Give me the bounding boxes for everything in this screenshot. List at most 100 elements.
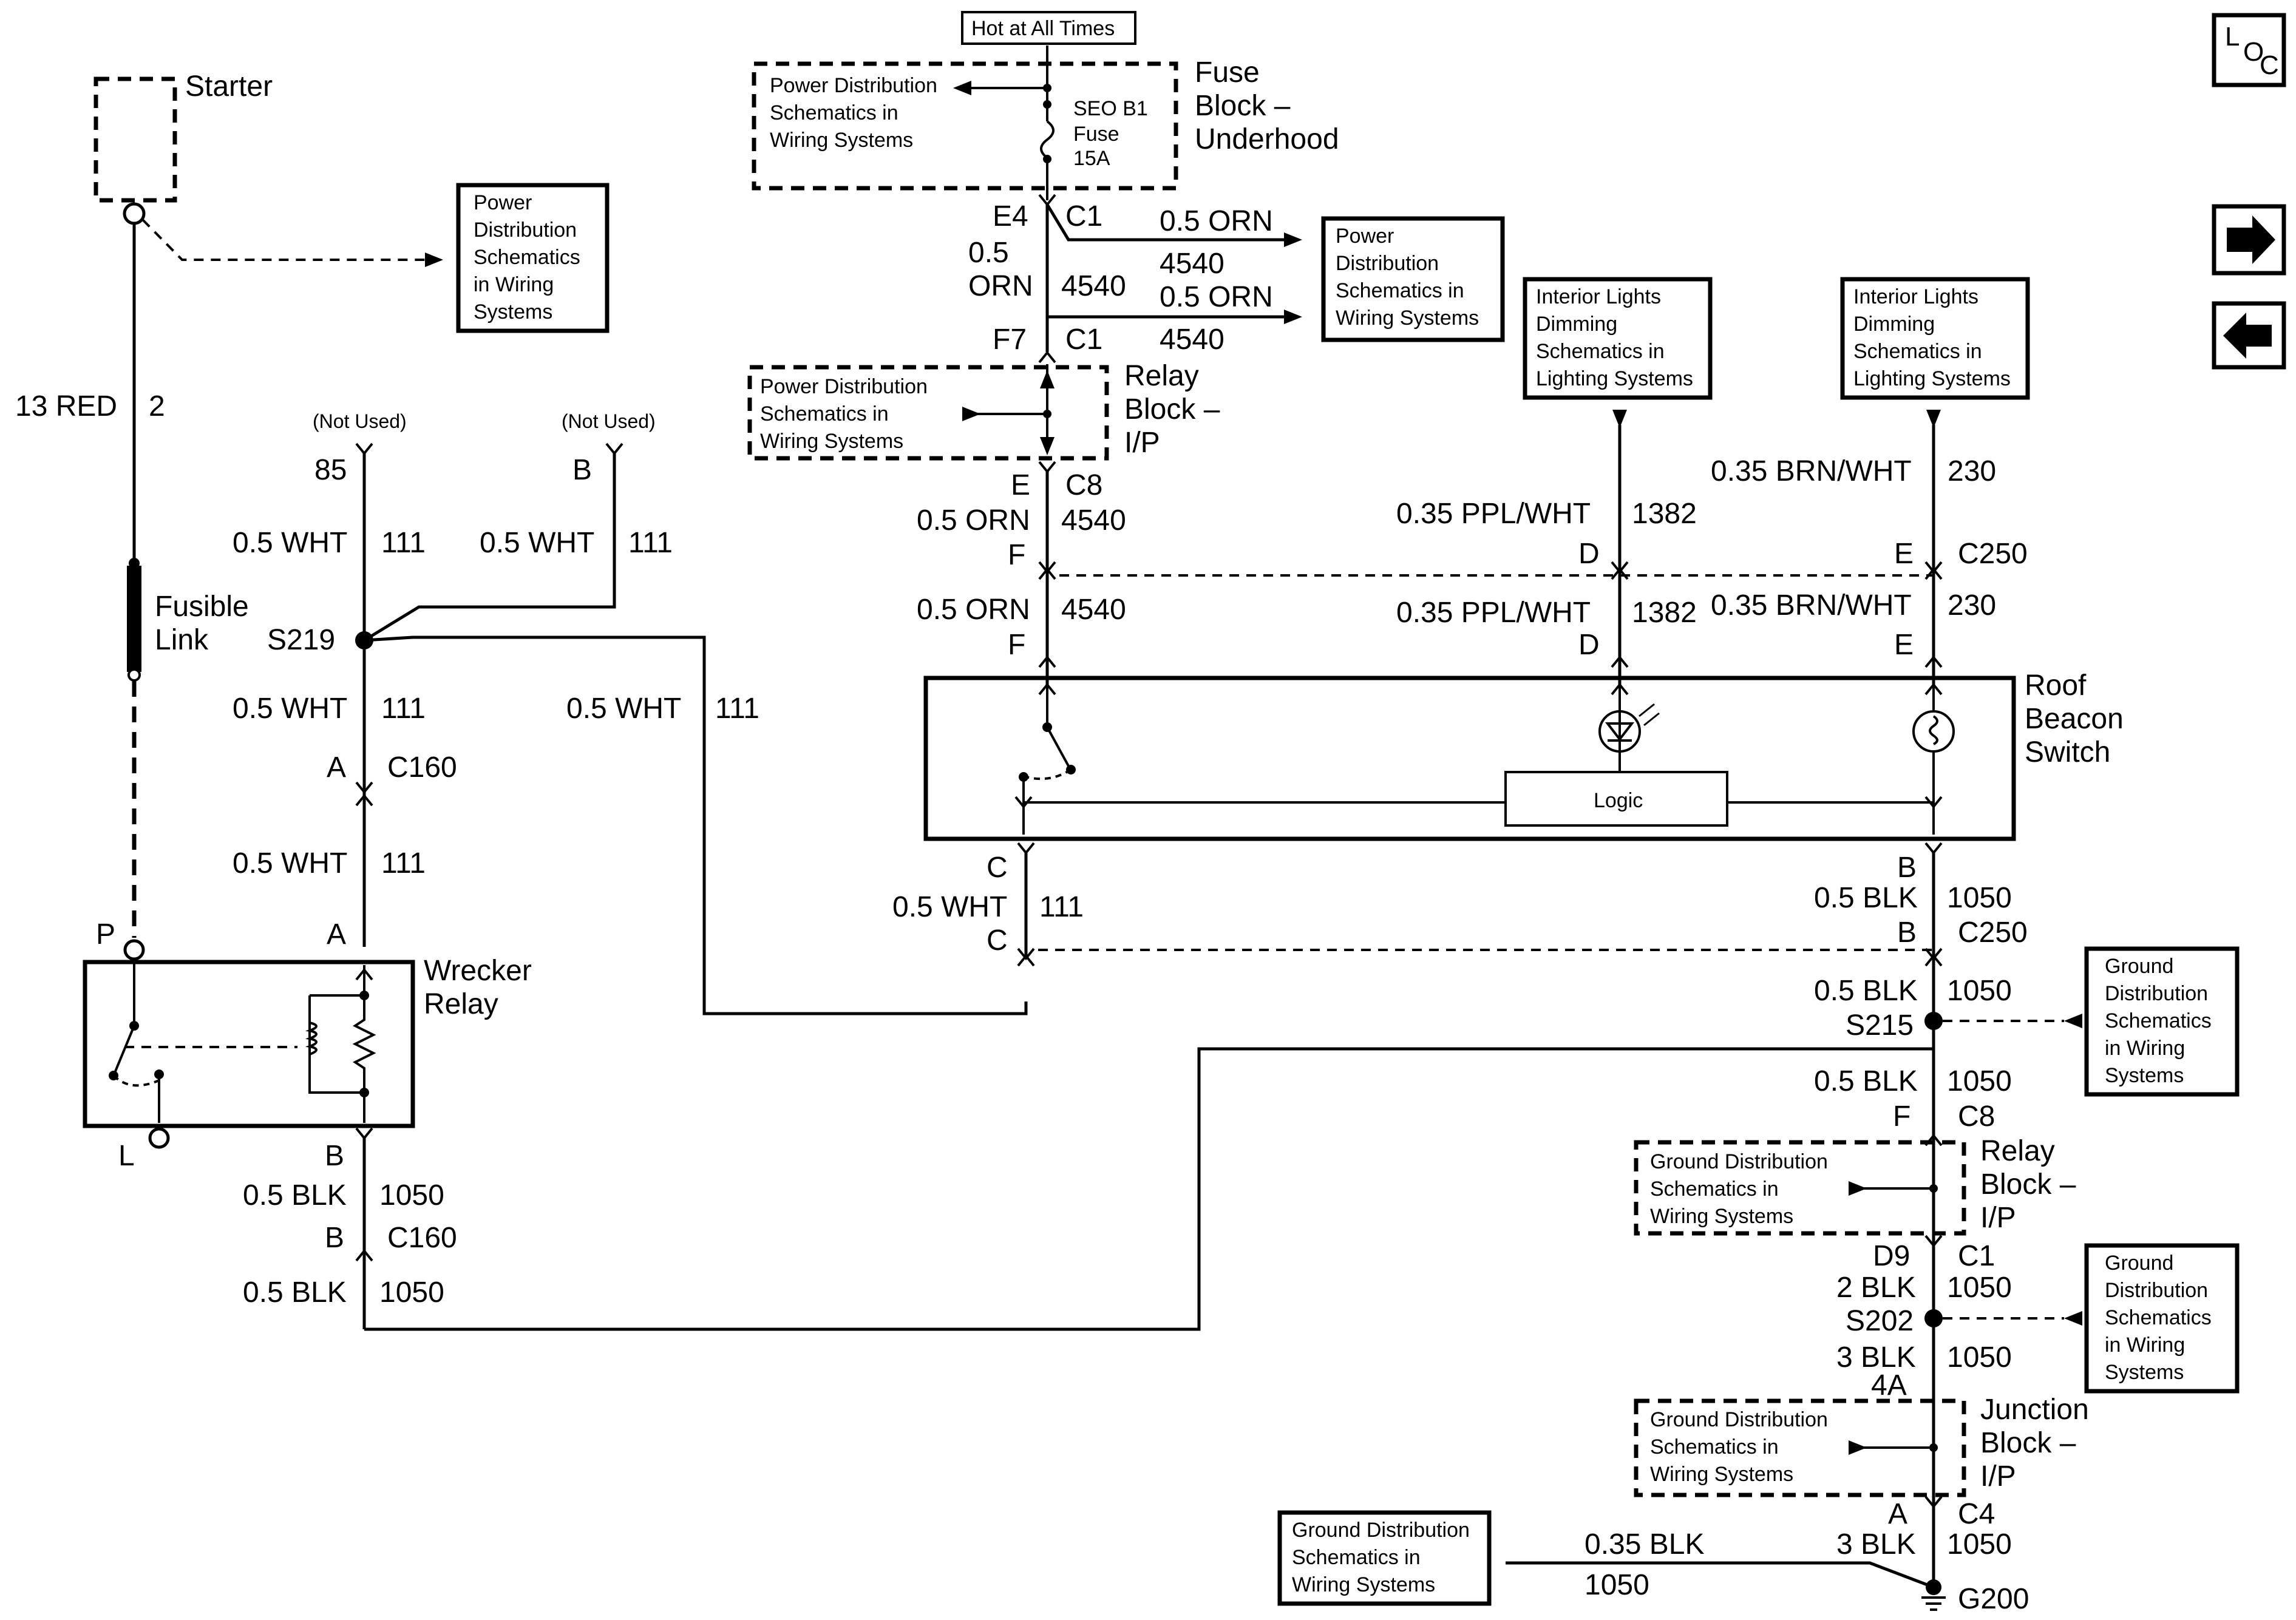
connector-c8-label: C8 — [1958, 1100, 1995, 1133]
fuse-block-underhood: Fuse Block – Underhood Power Distributio… — [752, 46, 1339, 200]
loc-letter-o: O — [2243, 37, 2264, 67]
ref-box-ground-distribution-s202[interactable]: Ground Distribution Schematics in Wiring… — [2084, 1243, 2240, 1394]
roof-beacon-switch: Roof Beacon Switch Logic — [923, 669, 2124, 841]
ground-g200-label: G200 — [1958, 1583, 2029, 1615]
ref-text-line: Wiring Systems — [1336, 307, 1479, 330]
wire-color-label: 2 BLK — [1836, 1272, 1916, 1304]
ref-text-line: Schematics — [2105, 1306, 2212, 1329]
circuit-label: 111 — [715, 693, 759, 725]
wire-color-label: 0.5 WHT — [566, 693, 681, 725]
pin-b-label: B — [572, 454, 592, 486]
starter-component: Starter — [93, 70, 273, 225]
wire-color-label: 0.35 BLK — [1584, 1528, 1704, 1561]
ref-box-ground-distribution-s215[interactable]: Ground Distribution Schematics in Wiring… — [2084, 946, 2240, 1097]
pin-b-label: B — [325, 1222, 344, 1254]
ref-box-ground-distribution-g200[interactable]: Ground Distribution Schematics in Wiring… — [1277, 1510, 1492, 1606]
fusible-link-element — [127, 566, 141, 672]
ref-text-line: in Wiring — [2105, 1037, 2185, 1060]
fuse-label-1: SEO B1 — [1073, 97, 1148, 120]
relay-block-label-2: Block – — [1980, 1168, 2076, 1201]
junction-block-label-3: I/P — [1980, 1460, 2016, 1493]
circuit-label: 111 — [628, 527, 673, 559]
hot-at-all-times-label: Hot at All Times — [971, 17, 1115, 40]
ref-text-line: Power Distribution — [760, 375, 928, 398]
red-wire-circuit: 2 — [149, 390, 165, 422]
ref-box-interior-lights-1[interactable]: Interior Lights Dimming Schematics in Li… — [1523, 277, 1713, 400]
ref-text-line: Interior Lights — [1536, 285, 1661, 308]
ref-text-line: Schematics in — [1336, 279, 1464, 302]
ref-box-power-distribution-4540[interactable]: Power Distribution Schematics in Wiring … — [1321, 216, 1505, 342]
wire-color-label: 3 BLK — [1836, 1528, 1916, 1561]
circuit-label: 4540 — [1061, 504, 1126, 537]
ref-text-line: Schematics in — [770, 101, 898, 124]
ref-text-line: Ground — [2105, 955, 2173, 978]
wire-color-label: 3 BLK — [1836, 1341, 1916, 1374]
fuse-label-2: Fuse — [1073, 123, 1119, 146]
splice-s215-label: S215 — [1846, 1009, 1914, 1042]
wire-color-label-1: 0.5 — [968, 237, 1009, 269]
connector-c1-label: C1 — [1065, 200, 1102, 232]
ref-text-line: Distribution — [2105, 982, 2208, 1005]
ref-box-interior-lights-2[interactable]: Interior Lights Dimming Schematics in Li… — [1840, 277, 2030, 400]
pin-a-label: A — [1888, 1498, 1907, 1530]
ref-text-line: Dimming — [1853, 313, 1935, 336]
circuit-label: 1050 — [1584, 1569, 1649, 1601]
circuit-label: 1050 — [1947, 1272, 2012, 1304]
wire-color-label: 0.5 WHT — [233, 527, 347, 559]
wire-color-label: 0.5 WHT — [892, 891, 1007, 923]
pin-e-label: E — [1011, 469, 1030, 501]
pin-f7-label: F7 — [993, 324, 1027, 356]
ref-text-line: Power Distribution — [770, 74, 937, 97]
ref-text-line: Ground Distribution — [1650, 1408, 1828, 1431]
pin-p-label: P — [96, 918, 115, 951]
circuit-label: 1050 — [1947, 1528, 2012, 1561]
connector-c250-label: C250 — [1958, 917, 2028, 949]
ref-text-line: Ground — [2105, 1252, 2173, 1275]
circuit-label: 111 — [381, 693, 426, 725]
connector-c4-label: C4 — [1958, 1498, 1995, 1530]
next-page-arrow-icon[interactable] — [2212, 204, 2286, 276]
logic-module — [1504, 771, 1728, 827]
pin-85-label: 85 — [314, 454, 347, 486]
splice-s215 — [1924, 1012, 1943, 1030]
loc-icon[interactable]: L O C — [2212, 13, 2286, 87]
ref-text-line: Distribution — [474, 219, 577, 242]
splice-s202 — [1924, 1309, 1943, 1327]
pin-b-label: B — [325, 1140, 344, 1172]
wire-color-label: 0.5 BLK — [243, 1276, 347, 1309]
ref-text-line: Schematics in — [1650, 1178, 1779, 1201]
relay-block-ip-top: Relay Block – I/P Power Distribution Sch… — [747, 360, 1220, 461]
connector-c160-label: C160 — [387, 751, 457, 784]
ref-text-line: Schematics — [2105, 1009, 2212, 1032]
ref-text-line: Wiring Systems — [1650, 1205, 1793, 1228]
wire-color-label: 0.35 BRN/WHT — [1711, 455, 1912, 487]
circuit-label: 1050 — [1947, 1065, 2012, 1097]
wire-color-label: 0.35 PPL/WHT — [1396, 597, 1591, 629]
relay-block-ip-bottom: Relay Block – I/P Ground Distribution Sc… — [1634, 1135, 2076, 1236]
previous-page-arrow-icon[interactable] — [2212, 301, 2286, 370]
ref-text-line: Schematics — [474, 246, 580, 269]
pin-e-label: E — [1894, 538, 1914, 570]
circuit-label: 1050 — [1947, 975, 2012, 1007]
wire-color-label: 0.5 BLK — [243, 1179, 347, 1212]
ref-text-line: Distribution — [2105, 1279, 2208, 1302]
wrecker-relay-label-2: Relay — [424, 988, 498, 1020]
circuit-label: 230 — [1948, 589, 1996, 622]
circuit-label: 4540 — [1160, 324, 1224, 356]
pin-f-label: F — [1008, 539, 1025, 571]
pin-c-label: C — [987, 852, 1008, 884]
ref-text-line: Lighting Systems — [1853, 367, 2011, 390]
circuit-label: 1050 — [379, 1179, 444, 1212]
wire-color-label: 0.5 BLK — [1814, 975, 1918, 1007]
ref-text-line: Systems — [2105, 1064, 2184, 1087]
ref-text-line: Wiring Systems — [1650, 1463, 1793, 1486]
ref-box-power-distribution-starter[interactable]: Power Distribution Schematics in Wiring … — [456, 183, 610, 333]
ref-text-line: Schematics in — [1536, 340, 1665, 363]
red-wire-label: 13 RED — [15, 390, 117, 422]
starter-label: Starter — [185, 70, 273, 103]
circuit-label: 1050 — [1947, 1341, 2012, 1374]
fuse-label-3: 15A — [1073, 147, 1110, 170]
relay-block-label-2: Block – — [1124, 393, 1220, 425]
circuit-label: 111 — [1039, 891, 1084, 923]
